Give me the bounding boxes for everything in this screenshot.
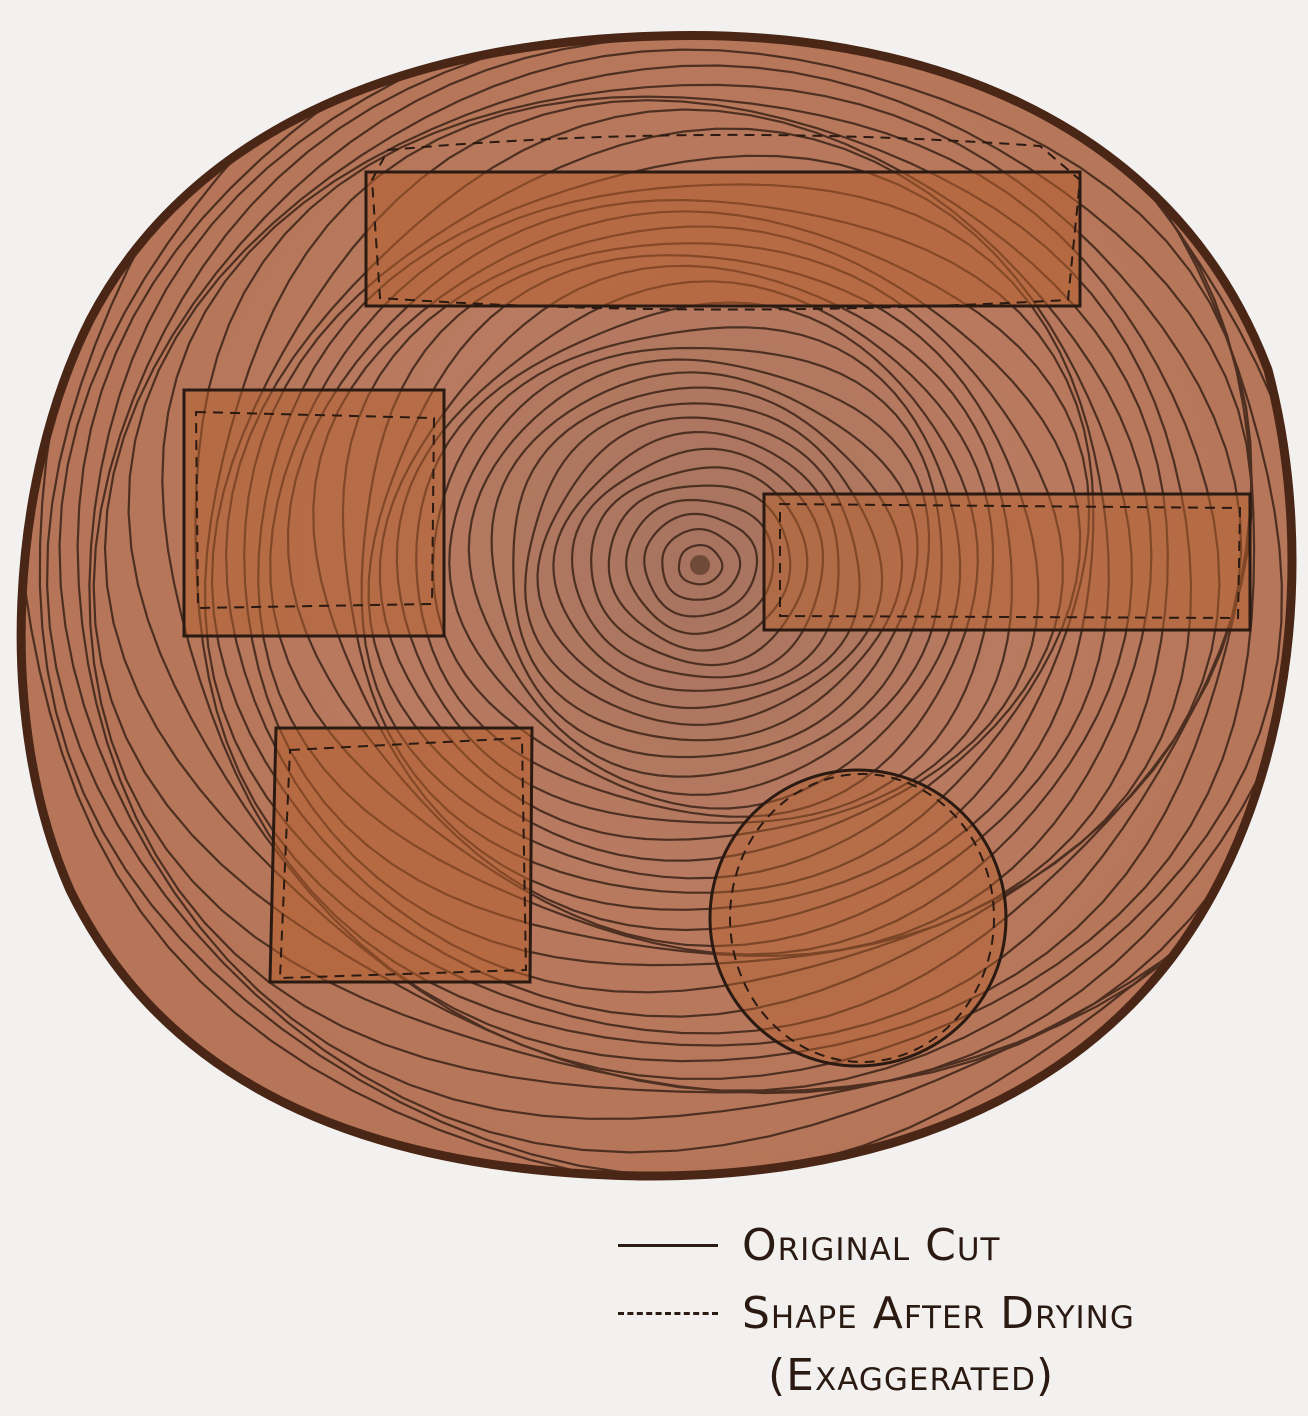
square-diagonal-grain-original-cut bbox=[270, 728, 532, 982]
square-diagonal-grain bbox=[270, 728, 532, 982]
dashed-line-swatch bbox=[618, 1312, 718, 1315]
legend-shape-after-drying-label: Shape After Drying bbox=[742, 1288, 1135, 1339]
flatsawn-board-original-cut bbox=[366, 172, 1080, 306]
quartersawn-board bbox=[764, 494, 1250, 630]
quartersawn-board-original-cut bbox=[764, 494, 1250, 630]
square-near-bark-original-cut bbox=[184, 390, 444, 636]
square-near-bark bbox=[184, 390, 444, 636]
log-cross-section-diagram bbox=[0, 0, 1308, 1190]
legend: Original Cut Shape After Drying (Exagger… bbox=[618, 1218, 1308, 1416]
round-dowel bbox=[710, 770, 1006, 1066]
legend-original-cut: Original Cut bbox=[618, 1220, 1000, 1271]
solid-line-swatch bbox=[618, 1244, 718, 1247]
round-dowel-original-cut bbox=[710, 770, 1006, 1066]
pith bbox=[690, 555, 710, 575]
legend-original-cut-label: Original Cut bbox=[742, 1220, 1000, 1271]
legend-shape-after-drying: Shape After Drying bbox=[618, 1288, 1135, 1339]
legend-exaggerated-note: (Exaggerated) bbox=[768, 1350, 1054, 1401]
